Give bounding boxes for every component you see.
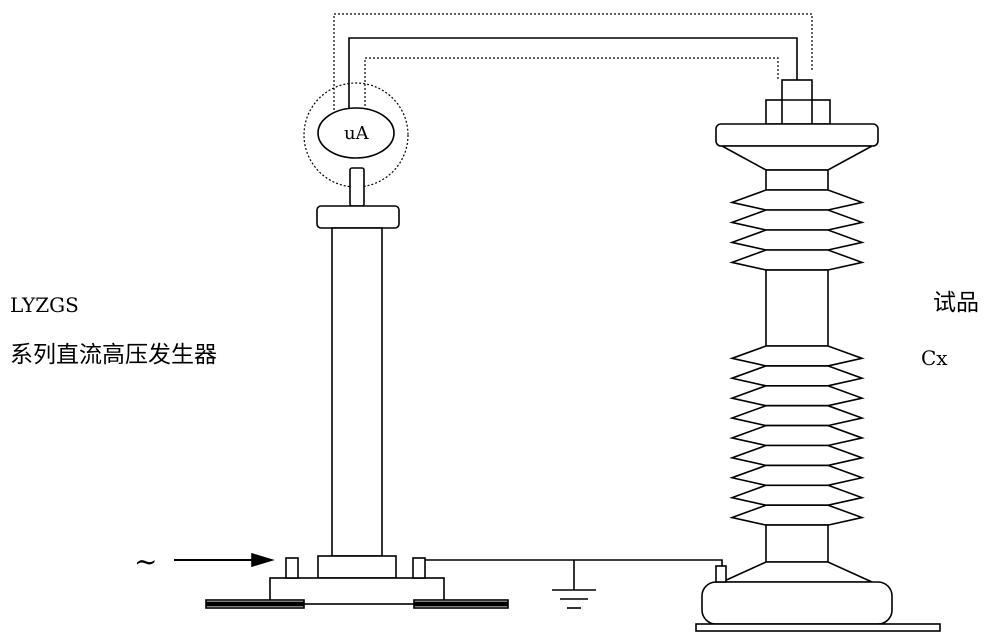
connector-stub [349,167,365,207]
ac-input-arrow [174,552,275,568]
insulator-shed [729,444,865,467]
meter-label: uA [344,123,369,144]
specimen-terminal [715,565,727,583]
column-foot [317,555,397,579]
insulator-sheds-upper [729,189,865,271]
bottom-flange [701,581,893,625]
top-cap [316,205,400,229]
left-terminal [285,557,299,579]
hv-generator [205,82,509,609]
top-terminal-stud [781,79,813,125]
microammeter [317,107,395,159]
top-taper [721,145,873,171]
insulator-shed [729,464,865,487]
insulator-shed [729,249,865,271]
ac-input-label: ~ [134,545,158,578]
lower-core [765,524,829,563]
insulator-shed [729,384,865,407]
insulator-core [765,269,829,347]
insulator-sheds-lower [729,345,865,526]
insulator-shed [729,345,865,367]
generator-model-label: LYZGS [10,293,79,317]
insulator-shed [729,189,865,211]
right-terminal [412,557,426,579]
specimen-name-label: 试品 [933,290,979,316]
insulator-shed [729,209,865,231]
insulator-shed [729,424,865,447]
generator-name-label: 系列直流高压发生器 [10,342,217,368]
insulator-shed [729,504,865,526]
specimen-symbol-label: Cx [921,346,948,370]
column [331,227,383,557]
specimen-insulator [695,79,941,632]
insulator-shed [729,484,865,507]
insulator-shed [729,229,865,251]
specimen-base-plate [695,623,941,632]
top-flange [715,123,879,147]
connection-lead [333,13,813,114]
insulator-shed [729,404,865,427]
bottom-taper [721,561,873,583]
insulator-shed [729,365,865,387]
